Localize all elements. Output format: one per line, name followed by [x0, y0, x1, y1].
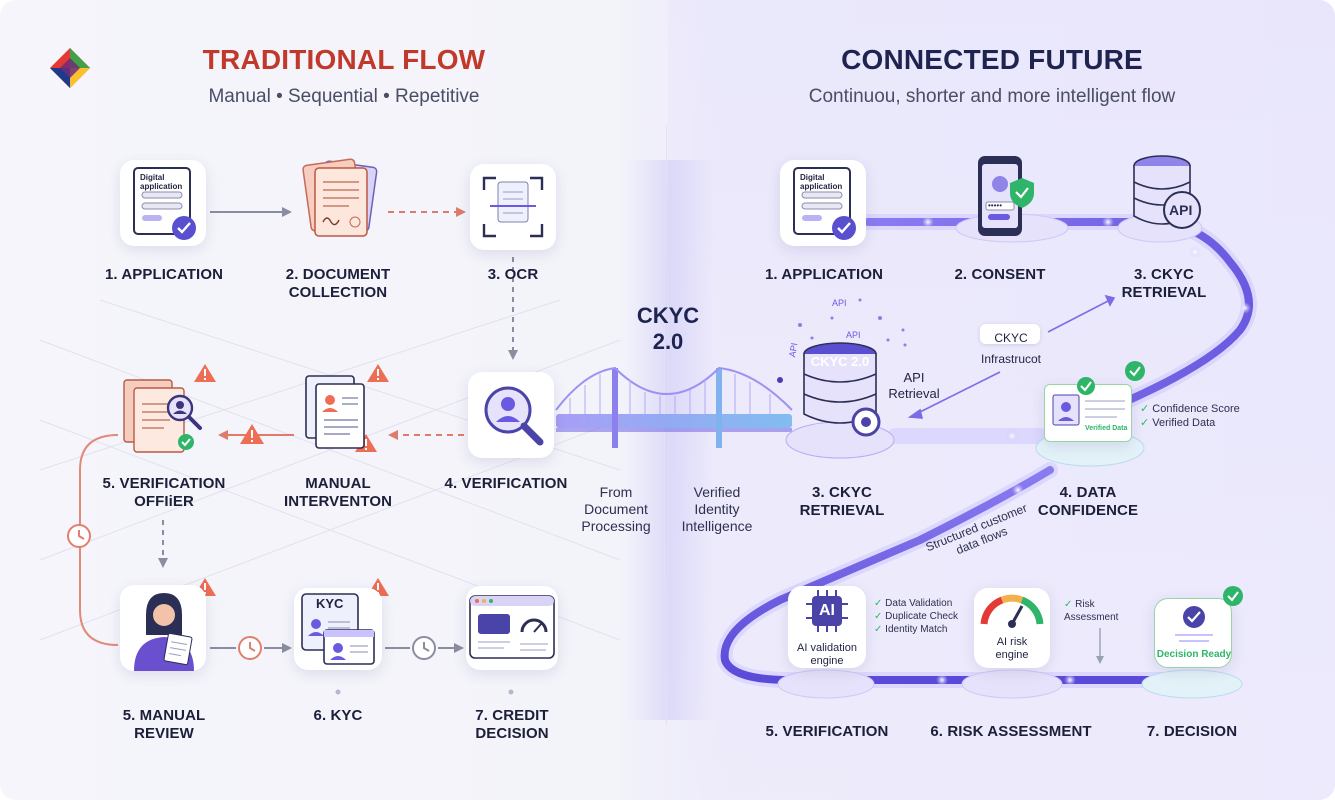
ckyc-db-label: CKYC 2.0 — [810, 354, 870, 369]
infra-arrows — [907, 294, 1116, 419]
application-tile: Digital application — [120, 160, 206, 246]
verification-tile — [468, 372, 554, 458]
magnifier-person-icon — [484, 386, 544, 446]
ckyc-infra-badge — [980, 324, 1040, 344]
ocr-scan-icon — [482, 176, 544, 238]
to-label: Verified Identity Intelligence — [681, 484, 753, 534]
right-step-risk-assessment: 6. RISK ASSESSMENT — [930, 723, 1092, 740]
verified-data-text: ✓ Verified Data — [1140, 417, 1216, 429]
officer-docs-icon — [123, 379, 202, 453]
clock-icon — [67, 524, 91, 548]
warning-icon — [240, 424, 264, 444]
risk-assessment-note: ✓ Risk Assessment — [1064, 599, 1119, 623]
decision-ready-text: Decision Ready — [1156, 649, 1232, 660]
left-subtitle: Manual • Sequential • Repetitive — [208, 86, 480, 107]
warning-icon — [367, 364, 389, 382]
phone-consent-icon — [978, 156, 1034, 236]
ai-risk-text: AI risk engine — [995, 636, 1029, 661]
risk-arrow-head — [1096, 656, 1104, 664]
api-float: API — [832, 298, 847, 308]
right-step-ckyc-retrieval-top: 3. CKYC RETRIEVAL — [1121, 266, 1207, 301]
ckyc-database-icon — [803, 342, 881, 437]
right-step-ckyc-retrieval: 3. CKYC RETRIEVAL — [799, 484, 885, 519]
left-step-manual-review: 5. MANUAL REVIEW — [122, 707, 206, 742]
digital-application-text: Digital application — [800, 173, 843, 191]
left-step-kyc: 6. KYC — [313, 707, 363, 724]
ai-risk-tile: AI risk engine — [974, 588, 1050, 668]
dot — [335, 689, 341, 695]
data-validation-text: ✓ Data Validation — [874, 598, 953, 609]
kyc-card-icon — [301, 593, 375, 665]
bridge-glow — [625, 160, 715, 720]
digital-application-text: Digital application — [140, 173, 183, 191]
right-step-consent: 2. CONSENT — [954, 266, 1046, 283]
left-step-manual-intervention: MANUAL INTERVENTON — [283, 475, 393, 510]
right-step-decision: 7. DECISION — [1146, 723, 1238, 740]
check-icon — [1077, 377, 1095, 395]
ckyc-center-title: CKYC 2.0 — [636, 303, 700, 354]
api-float: API — [846, 330, 861, 340]
left-step-verification: 4. VERIFICATION — [444, 475, 568, 492]
ocr-tile — [470, 164, 556, 250]
left-step-credit-decision: 7. CREDIT DECISION — [475, 707, 549, 742]
credit-decision-tile — [466, 586, 558, 670]
ckyc-infra-text: CKYC Infrastrucot — [980, 331, 1042, 366]
manual-docs-icon — [305, 375, 365, 449]
kyc-tile: KYC — [294, 588, 382, 670]
left-title: TRADITIONAL FLOW — [202, 44, 486, 75]
left-step-document-collection: 2. DOCUMENT COLLECTION — [285, 266, 391, 301]
right-step-data-confidence: 4. DATA CONFIDENCE — [1037, 484, 1139, 519]
dashboard-icon — [469, 595, 555, 659]
api-database-icon — [1133, 155, 1201, 229]
left-step-ocr: 3. OCR — [487, 266, 539, 283]
decision-check-icon — [1175, 606, 1213, 642]
kyc-card-text: KYC — [316, 596, 344, 611]
check-icon — [1125, 361, 1145, 381]
floating-dots — [777, 298, 907, 383]
right-subtitle: Continuou, shorter and more intelligent … — [808, 86, 1176, 107]
clock-icon — [238, 636, 262, 660]
left-step-application: 1. APPLICATION — [104, 266, 224, 283]
duplicate-check-text: ✓ Duplicate Check — [874, 611, 958, 622]
ai-validation-text: AI validation engine — [797, 642, 857, 667]
api-retrieval-text: API Retrieval — [888, 370, 940, 401]
left-connectors — [79, 207, 518, 653]
check-icon — [1223, 586, 1243, 606]
manual-review-tile — [120, 585, 206, 671]
left-step-verification-officer: 5. VERIFICATION OFFIiER — [102, 475, 226, 510]
reviewer-person-icon — [134, 593, 194, 671]
confidence-score-text: ✓ Confidence Score — [1140, 403, 1240, 415]
from-label: From Document Processing — [581, 484, 651, 534]
verified-data-chip: Verified Data — [1085, 425, 1128, 432]
right-title: CONNECTED FUTURE — [841, 44, 1143, 75]
brand-logo — [50, 48, 90, 88]
bridge-illustration — [555, 366, 793, 448]
platforms — [777, 213, 1243, 699]
pipeline-lights — [922, 216, 1251, 686]
ai-validation-tile: AI AI validation engine — [788, 586, 866, 668]
pin-dots: ••••• — [988, 201, 1003, 210]
api-badge: API — [1169, 202, 1193, 218]
application-form-icon — [793, 167, 856, 240]
document-stack-icon — [302, 158, 378, 237]
identity-match-text: ✓ Identity Match — [874, 624, 948, 635]
application-form-icon — [133, 167, 196, 240]
decision-ready-tile: Decision Ready — [1154, 598, 1232, 668]
clock-icon — [412, 636, 436, 660]
dot — [508, 689, 514, 695]
id-card-icon — [1052, 394, 1125, 426]
warning-icon — [194, 364, 216, 382]
right-step-verification: 5. VERIFICATION — [765, 723, 889, 740]
right-application-tile: Digital application — [780, 160, 866, 246]
right-step-application: 1. APPLICATION — [764, 266, 884, 283]
ai-chip-icon — [806, 590, 848, 632]
risk-gauge-icon — [980, 594, 1044, 628]
ai-chip-text: AI — [819, 602, 835, 619]
